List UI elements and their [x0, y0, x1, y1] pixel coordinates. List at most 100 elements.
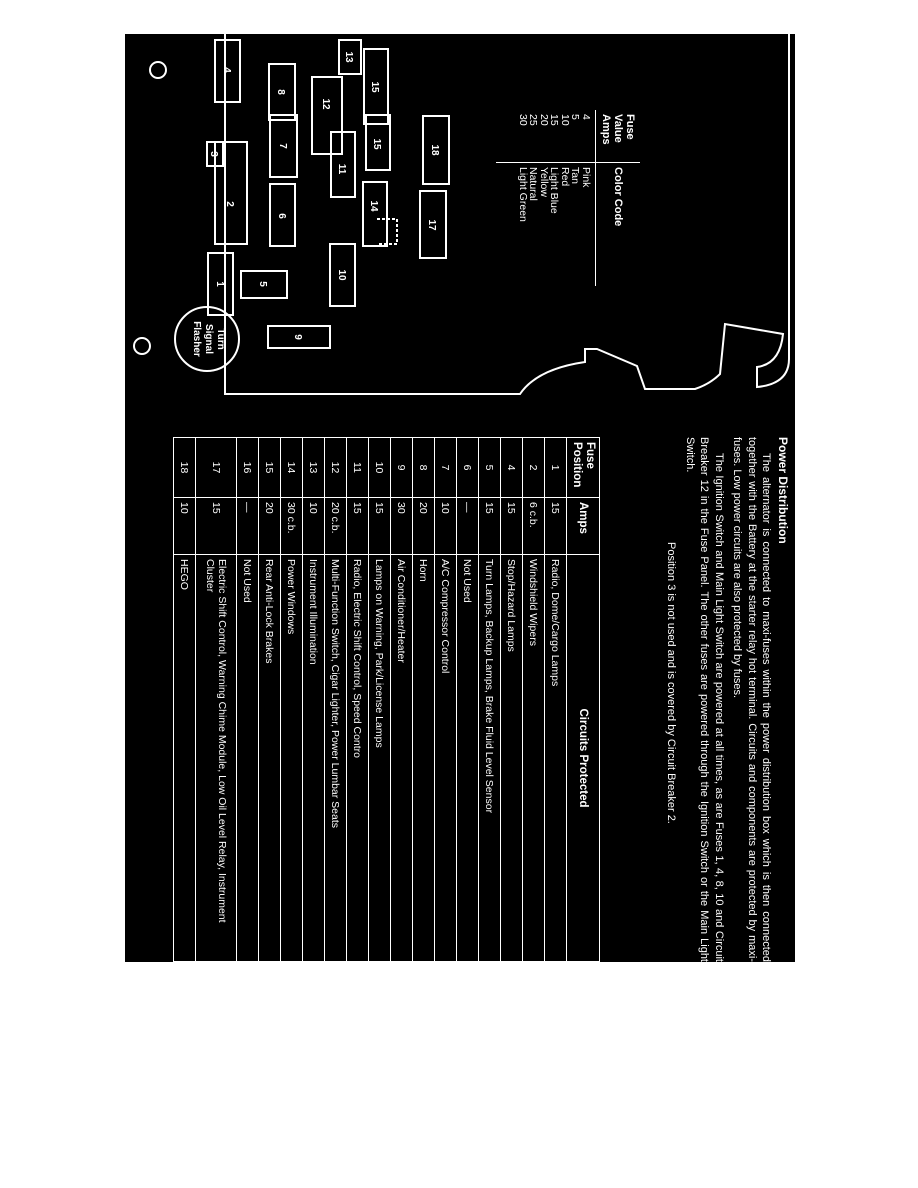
amps-cell: 15 [195, 497, 237, 555]
fuse-position-cell: 18 [173, 437, 196, 498]
circuits-cell: Not Used [456, 554, 479, 962]
fuse-position-cell: 5 [478, 437, 501, 498]
amps-cell: 15 [346, 497, 369, 555]
circuits-cell: Radio, Electric Shift Control, Speed Con… [346, 554, 369, 962]
color-name: Pink [580, 167, 592, 188]
flasher-label-line2: Signal [203, 324, 214, 354]
fuse-position-cell: 7 [434, 437, 457, 498]
circuits-cell: Rear Anti-Lock Brakes [258, 554, 281, 962]
paragraph-ignition-switch: The Ignition Switch and Main Light Switc… [684, 437, 725, 962]
fuse-panel-page: 4 8 13 15 12 3 7 15 18 2 11 6 14 17 10 1… [125, 34, 795, 962]
fuse-position-cell: 17 [195, 437, 237, 498]
circuits-cell: HEGO [173, 554, 196, 962]
circuits-cell: Air Conditioner/Heater [390, 554, 413, 962]
fuse-slot-11 [330, 131, 356, 198]
color-name: Light Green [517, 167, 529, 222]
mounting-hole-top [149, 61, 167, 79]
fuse-value: 20 [538, 114, 550, 126]
fuse-label-12: 12 [320, 98, 331, 110]
amps-cell: 10 [302, 497, 325, 555]
table-row: 16—Not Used [236, 437, 259, 962]
fuse-position-cell: 13 [302, 437, 325, 498]
fuse-position-cell: 15 [258, 437, 281, 498]
fuse-14-clip [377, 218, 398, 245]
fuse-label-2: 2 [224, 201, 235, 207]
fuse-label-8: 8 [275, 89, 286, 95]
fuse-value: 10 [559, 114, 571, 126]
fuse-label-18: 18 [429, 144, 440, 156]
amps-cell: — [456, 497, 479, 555]
fuse-value: 30 [517, 114, 529, 126]
table-row: 6—Not Used [456, 437, 479, 962]
fuse-slot-5 [240, 270, 288, 299]
fuse-position-cell: 14 [280, 437, 303, 498]
paragraph-alternator: The alternator is connected to maxi-fuse… [731, 437, 773, 962]
fuse-label-15b: 15 [371, 138, 382, 150]
fuse-slot-13 [338, 39, 362, 75]
fuse-slot-15b [365, 114, 391, 171]
mounting-hole-bottom [133, 337, 151, 355]
fuse-slot-17 [419, 190, 447, 259]
fuse-slot-1 [207, 252, 234, 316]
fuse-position-cell: 16 [236, 437, 259, 498]
circuits-cell: Power Windows [280, 554, 303, 962]
fuse-label-14: 14 [368, 200, 379, 212]
circuits-cell: Stop/Hazard Lamps [500, 554, 523, 962]
circuits-cell: Windshield Wipers [522, 554, 545, 962]
color-code-list: Pink Tan Red Light Blue Yellow Natural L… [496, 163, 596, 287]
amps-cell: 15 [368, 497, 391, 555]
color-name: Natural [527, 167, 540, 201]
fuse-position-cell: 8 [412, 437, 435, 498]
fuse-slot-2 [214, 141, 248, 245]
fuse-position-cell: 1 [544, 437, 567, 498]
fuse-box-outline [224, 34, 790, 395]
color-name: Light Blue [548, 167, 561, 214]
fuse-position-header: Fuse Position [566, 437, 600, 498]
fuse-position-cell: 11 [346, 437, 369, 498]
circuits-cell: A/C Compressor Control [434, 554, 457, 962]
color-name: Red [559, 167, 571, 187]
circuits-cell: Multi-Function Switch, Cigar Lighter, Po… [324, 554, 347, 962]
fuse-value-amps-header: Fuse Value Amps [595, 110, 640, 163]
fuse-slot-10 [329, 243, 356, 307]
fuse-position-cell: 6 [456, 437, 479, 498]
power-distribution-section: Power Distribution The alternator is con… [605, 437, 791, 962]
amps-cell: 20 [412, 497, 435, 555]
amps-cell: 20 [258, 497, 281, 555]
amps-cell: 30 c.b. [280, 497, 303, 555]
amps-cell: 6 c.b. [522, 497, 545, 555]
amps-cell: 10 [173, 497, 196, 555]
fuse-slot-4 [214, 39, 241, 103]
fuse-slot-8 [268, 63, 296, 121]
circuits-cell: Not Used [236, 554, 259, 962]
fuse-value: 5 [569, 114, 582, 120]
rotated-content: 4 8 13 15 12 3 7 15 18 2 11 6 14 17 10 1… [125, 34, 795, 962]
power-distribution-heading: Power Distribution [776, 437, 790, 544]
fuse-label-13: 13 [343, 51, 354, 63]
circuits-protected-header: Circuits Protected [566, 554, 600, 962]
fuse-label-3: 3 [208, 151, 219, 157]
circuits-cell: Turn Lamps, Backup Lamps, Brake Fluid Le… [478, 554, 501, 962]
amps-cell: 15 [544, 497, 567, 555]
fuse-slot-18 [422, 115, 450, 185]
fuse-color-code-table: Fuse Value Amps Color Code 4 5 10 15 20 … [496, 110, 640, 286]
fuse-position-cell: 10 [368, 437, 391, 498]
fuse-label-17: 17 [426, 219, 437, 231]
amps-cell: 10 [434, 497, 457, 555]
fuse-slot-6 [269, 183, 296, 247]
amps-cell: 30 [390, 497, 413, 555]
fuse-slot-12 [311, 76, 343, 155]
